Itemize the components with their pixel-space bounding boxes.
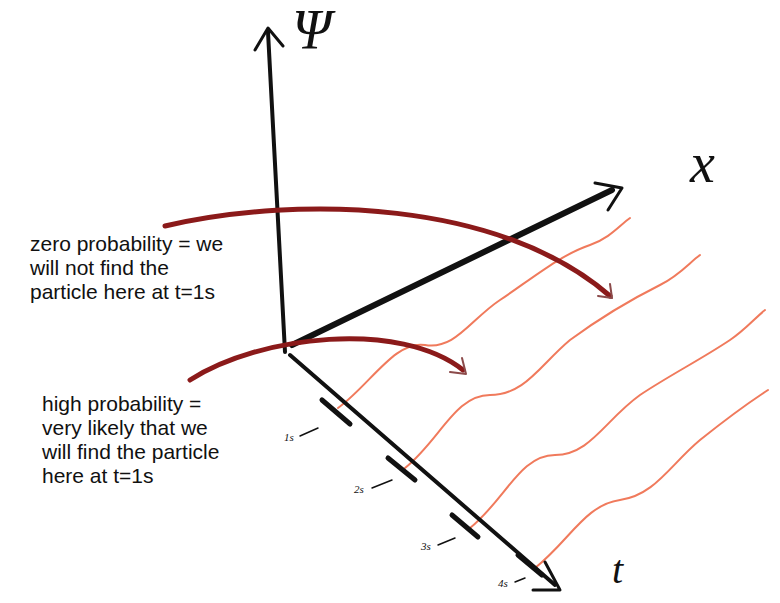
- t-axis: [290, 355, 555, 585]
- wave-lines: [338, 218, 768, 568]
- wave-line: [470, 310, 765, 528]
- axis-label: x: [690, 135, 715, 191]
- tick-label: 1s: [284, 432, 294, 443]
- x-axis: [292, 190, 612, 345]
- tick-leader: [300, 428, 318, 436]
- callout-arrow: [190, 339, 463, 380]
- wave-line: [338, 218, 630, 408]
- axis-label: Ψ: [292, 2, 331, 58]
- tick-leader: [438, 538, 455, 545]
- wave-line: [535, 390, 768, 568]
- axis-label: t: [612, 550, 623, 590]
- annotation-text: zero probability = we will not find the …: [30, 232, 235, 304]
- tick-label: 2s: [354, 484, 364, 495]
- callout-arrows: [165, 209, 612, 380]
- arrowhead: [598, 284, 612, 298]
- tick-mark: [388, 458, 415, 480]
- annotation-text: high probability = very likely that we w…: [42, 392, 242, 488]
- psi-axis: [268, 32, 285, 352]
- tick-mark: [518, 555, 542, 575]
- axes: [255, 28, 622, 590]
- tick-label: 3s: [421, 541, 431, 552]
- tick-mark: [322, 400, 350, 424]
- arrowhead: [450, 358, 466, 374]
- callout-arrow: [165, 209, 610, 296]
- tick-leader: [372, 480, 392, 488]
- tick-leader: [515, 578, 525, 582]
- axis-arrowhead: [533, 562, 560, 590]
- axis-arrowhead: [255, 28, 283, 50]
- tick-mark: [452, 515, 478, 537]
- tick-label: 4s: [498, 578, 508, 589]
- axis-arrowhead: [595, 183, 622, 210]
